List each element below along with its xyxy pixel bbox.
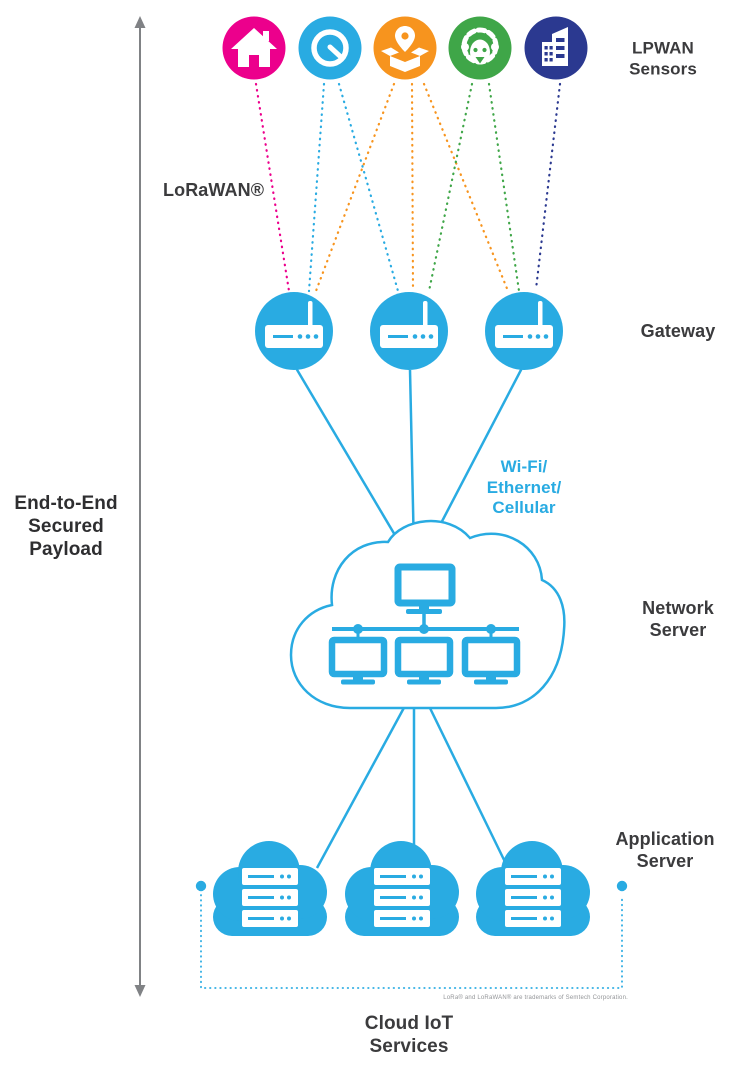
network-server-label: Network Server	[642, 598, 714, 640]
sensor-asset-tracking	[373, 16, 437, 80]
link-asset-gw3	[422, 82, 510, 293]
lorawan-label: LoRaWAN®	[163, 180, 265, 201]
end-to-end-secured-payload-label: End-to-End Secured Payload	[14, 493, 118, 561]
gateway-label: Gateway	[640, 321, 716, 342]
buildings-icon	[542, 27, 568, 66]
router-icon	[495, 301, 553, 348]
lan-monitors-icon	[328, 563, 521, 685]
server-stack-icon	[374, 868, 430, 927]
sensor-smart-building	[524, 16, 588, 80]
gateway-3	[485, 292, 563, 370]
sheep-icon	[461, 27, 499, 65]
house-icon	[231, 28, 277, 67]
link-meter-gw1	[307, 82, 326, 293]
gauge-icon	[311, 29, 349, 67]
link-asset-gw1	[314, 82, 396, 293]
sensor-home	[222, 16, 286, 80]
sensor-livestock	[448, 16, 512, 80]
app-server-lines	[315, 703, 510, 869]
link-home-gw1	[254, 82, 291, 293]
application-cloud-2	[345, 841, 459, 936]
gateway-1	[255, 292, 333, 370]
router-icon	[265, 301, 323, 348]
server-stack-icon	[505, 868, 561, 927]
wifi-ethernet-cellular-label: Wi-Fi/ Ethernet/ Cellular	[486, 456, 562, 518]
bracket-dot-left	[195, 880, 207, 892]
lorawan-link-lines	[254, 82, 562, 293]
application-server-label: Application Server	[615, 829, 715, 871]
sensor-metering	[298, 16, 362, 80]
application-cloud-1	[213, 841, 327, 936]
router-icon	[380, 301, 438, 348]
link-livestock-gw2	[427, 82, 474, 293]
cloud-iot-bracket	[195, 880, 628, 989]
package-pin-icon	[381, 26, 429, 72]
link-building-gw3	[534, 82, 562, 291]
link-asset-gw2	[410, 82, 415, 293]
gateway-2	[370, 292, 448, 370]
cloud-iot-services-label: Cloud IoT Services	[364, 1012, 454, 1057]
end-to-end-arrow	[134, 16, 146, 997]
link-livestock-gw3	[487, 82, 521, 293]
link-meter-gw2	[337, 82, 400, 293]
trademark-notice: LoRa® and LoRaWAN® are trademarks of Sem…	[443, 995, 628, 1001]
bracket-dot-right	[616, 880, 628, 892]
server-stack-icon	[242, 868, 298, 927]
network-server-cloud	[289, 519, 566, 710]
application-cloud-3	[476, 841, 590, 936]
lpwan-sensors-label: LPWAN Sensors	[629, 38, 697, 78]
